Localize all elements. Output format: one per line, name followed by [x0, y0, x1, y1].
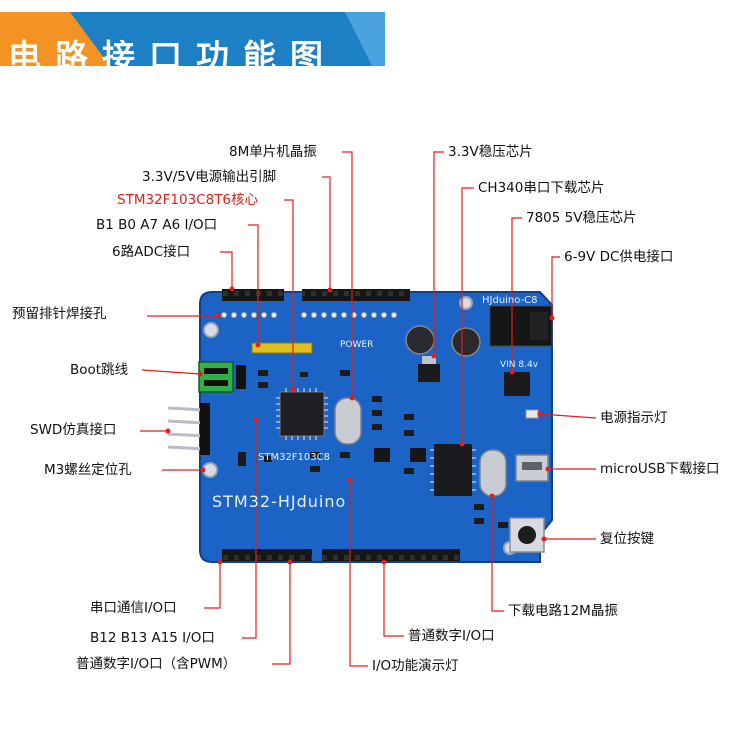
crystal-8m	[334, 397, 362, 445]
capacitor-2	[451, 327, 481, 357]
callout-crystal-8m: 8M单片机晶振	[229, 144, 317, 160]
board-brand: HJduino-C8	[482, 295, 538, 306]
mcu-pins	[276, 388, 328, 440]
callout-swd: SWD仿真接口	[30, 422, 117, 438]
boot-jumper-cap-1	[204, 368, 228, 374]
crystal-12m	[479, 449, 507, 497]
callout-io-b1-b0: B1 B0 A7 A6 I/O口	[96, 217, 218, 233]
callout-ch340: CH340串口下载芯片	[478, 180, 605, 196]
callout-leaders	[140, 151, 597, 667]
callout-m3-holes: M3螺丝定位孔	[44, 462, 132, 478]
regulator-7805-chip	[504, 372, 530, 396]
mount-hole-mid-left	[202, 462, 218, 478]
board-mcu-marking: STM32F103C8	[258, 452, 330, 463]
callout-io-led: I/O功能演示灯	[372, 658, 459, 674]
callout-power-pins: 3.3V/5V电源输出引脚	[142, 169, 277, 185]
callout-b12-io: B12 B13 A15 I/O口	[90, 630, 215, 646]
callout-digital-io: 普通数字I/O口	[408, 628, 495, 644]
callout-reserved-holes: 预留排针焊接孔	[12, 306, 107, 322]
swd-header	[200, 403, 210, 455]
callout-reg-7805: 7805 5V稳压芯片	[526, 210, 637, 226]
top-header-right	[302, 289, 410, 301]
callout-dc-jack: 6-9V DC供电接口	[564, 249, 674, 265]
mount-hole-top-right	[459, 296, 473, 310]
callout-reset-button: 复位按键	[600, 531, 654, 547]
dc-jack-opening	[530, 312, 548, 340]
boot-pins	[236, 365, 246, 389]
transistor-8550	[374, 448, 390, 462]
power-pin-header	[251, 342, 313, 354]
reset-button-cap	[518, 526, 536, 544]
board-power-label: POWER	[340, 340, 374, 350]
page-title: 电路接口功能图	[8, 37, 337, 76]
top-header-left	[222, 289, 284, 301]
regulator-3v3-chip	[418, 364, 440, 382]
reserved-solder-holes	[220, 311, 398, 319]
smd-components	[238, 370, 508, 528]
transistor-8050	[410, 448, 426, 462]
ch340-pins	[430, 449, 476, 491]
regulator-3v3-tab	[422, 356, 436, 364]
callout-power-led: 电源指示灯	[600, 410, 668, 426]
callout-uart-io: 串口通信I/O口	[90, 600, 177, 616]
callout-regulator-33: 3.3V稳压芯片	[448, 144, 533, 160]
callout-boot-jumper: Boot跳线	[70, 362, 129, 378]
callout-crystal-12m: 下载电路12M晶振	[508, 603, 618, 619]
reset-button	[509, 517, 545, 553]
title-banner: 电路接口功能图	[0, 12, 385, 76]
bottom-header-right	[322, 549, 460, 561]
callout-pwm-io: 普通数字I/O口（含PWM）	[76, 656, 237, 672]
boot-jumper-cap-2	[204, 380, 228, 386]
callout-mcu-core: STM32F103C8T6核心	[117, 192, 259, 208]
swd-pins	[167, 406, 206, 451]
board-name: STM32-HJduino	[212, 492, 347, 511]
board-vin-label: VIN 8.4v	[500, 360, 539, 370]
capacitor-1	[405, 325, 435, 355]
ch340-chip	[434, 444, 472, 496]
mcu-chip	[279, 391, 325, 437]
mount-hole-top-left	[203, 322, 219, 338]
power-led	[525, 409, 539, 419]
banner-background	[0, 12, 385, 66]
callout-adc-6ch: 6路ADC接口	[112, 244, 191, 260]
bottom-header-left	[222, 549, 312, 561]
boot-jumper	[198, 361, 234, 393]
callout-micro-usb: microUSB下载接口	[600, 461, 720, 477]
micro-usb-opening	[522, 462, 542, 470]
